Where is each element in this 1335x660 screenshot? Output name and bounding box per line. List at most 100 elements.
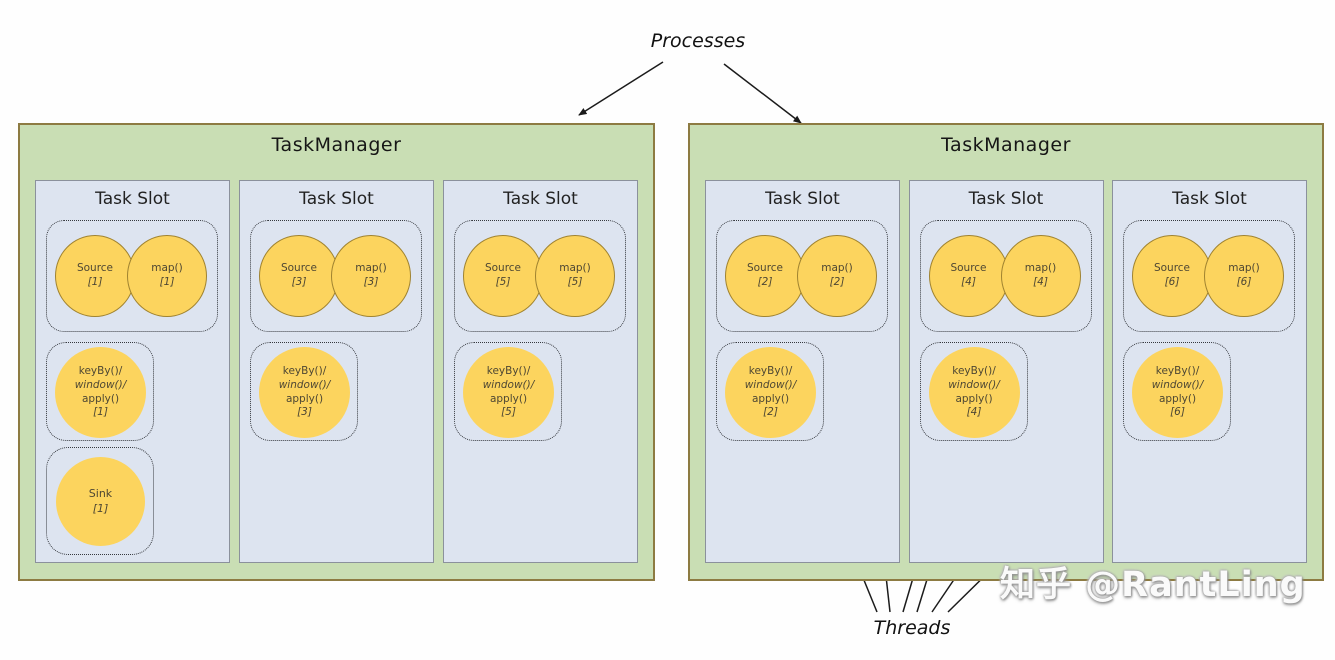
operator-name: window()/ [1151,378,1204,391]
operator-index: [4] [1033,276,1048,288]
operator-name: window()/ [482,378,535,391]
threads-label: Threads [873,617,951,639]
keyby-group: keyBy()/ window()/ apply() [4] [919,342,1028,441]
operator-chain-group: Source [6] map() [6] [1123,220,1295,332]
keyby-group: keyBy()/ window()/ apply() [3] [250,342,358,441]
keyby-group: keyBy()/ window()/ apply() [6] [1123,342,1231,441]
operator-index: [6] [1236,276,1252,288]
operator-name: keyBy()/ [486,365,531,378]
keyby-operator: keyBy()/ window()/ apply() [5] [463,347,554,438]
operator-chain-group: Source [5] map() [5] [454,220,626,332]
source-operator: Source [2] [725,235,805,317]
operator-index: [4] [961,276,976,288]
operator-index: [3] [363,276,379,288]
operator-index: [2] [763,406,778,419]
operator-name: window()/ [74,378,127,391]
task-slot-title: Task Slot [1172,189,1247,209]
keyby-operator: keyBy()/ window()/ apply() [1] [55,347,146,438]
operator-name: apply() [81,392,120,405]
keyby-operator: keyBy()/ window()/ apply() [4] [928,347,1020,438]
keyby-operator: keyBy()/ window()/ apply() [2] [725,347,816,438]
map-operator: map() [5] [535,235,615,317]
taskmanager-2: TaskManager Task Slot Source [2] map() [… [688,123,1324,581]
task-slot-1: Task Slot Source [2] map() [2] keyBy()/ … [705,180,900,563]
task-slot-title: Task Slot [503,189,578,209]
operator-name: window()/ [744,378,797,391]
operator-name: apply() [955,392,993,405]
source-operator: Source [6] [1132,235,1212,317]
operator-name: apply() [751,392,790,405]
task-slot-title: Task Slot [95,189,170,209]
keyby-group: keyBy()/ window()/ apply() [5] [454,342,562,441]
operator-index: [2] [829,276,845,288]
operator-index: [3] [291,276,307,288]
operator-name: apply() [1158,392,1197,405]
task-slots-row: Task Slot Source [1] map() [1] keyBy()/ … [35,180,638,563]
operator-name: window()/ [278,378,331,391]
operator-name: Sink [88,487,113,501]
operator-chain-group: Source [2] map() [2] [716,220,888,332]
operator-name: map() [355,262,387,275]
keyby-operator: keyBy()/ window()/ apply() [3] [259,347,350,438]
task-slot-title: Task Slot [765,189,840,209]
operator-name: map() [1228,262,1260,275]
operator-chain-group: Source [3] map() [3] [250,220,422,332]
source-operator: Source [5] [463,235,543,317]
process-arrow-right [723,63,802,124]
operator-name: map() [559,262,591,275]
operator-name: map() [821,262,853,275]
operator-name: keyBy()/ [1155,365,1200,378]
operator-index: [6] [1170,406,1185,419]
map-operator: map() [2] [797,235,877,317]
source-operator: Source [1] [55,235,135,317]
operator-index: [1] [159,276,175,288]
sink-group: Sink [1] [46,447,154,555]
processes-label: Processes [650,30,746,52]
taskmanager-title: TaskManager [941,134,1071,156]
source-operator: Source [4] [928,235,1009,317]
operator-name: keyBy()/ [748,365,793,378]
operator-index: [3] [297,406,312,419]
operator-name: window()/ [948,378,1000,391]
taskmanager-1: TaskManager Task Slot Source [1] map() [… [18,123,655,581]
operator-name: keyBy()/ [952,365,996,378]
keyby-group: keyBy()/ window()/ apply() [2] [716,342,824,441]
operator-index: [1] [93,406,108,419]
operator-name: keyBy()/ [78,365,123,378]
task-slot-2: Task Slot Source [4] map() [4] keyBy()/ … [908,180,1104,563]
operator-name: Source [746,262,784,275]
operator-name: keyBy()/ [282,365,327,378]
operator-name: Source [1153,262,1191,275]
task-slot-1: Task Slot Source [1] map() [1] keyBy()/ … [35,180,230,563]
map-operator: map() [4] [1000,235,1081,317]
sink-operator: Sink [1] [56,457,145,546]
operator-index: [4] [966,406,982,419]
task-slot-title: Task Slot [968,189,1044,209]
map-operator: map() [3] [331,235,411,317]
map-operator: map() [1] [127,235,207,317]
task-slot-title: Task Slot [299,189,374,209]
operator-index: [1] [92,501,109,515]
operator-name: apply() [285,392,324,405]
operator-name: Source [76,262,114,275]
operator-name: map() [1024,262,1057,275]
taskmanager-title: TaskManager [271,134,402,156]
operator-name: Source [280,262,318,275]
operator-index: [5] [495,276,511,288]
operator-index: [1] [87,276,103,288]
source-operator: Source [3] [259,235,339,317]
operator-index: [2] [757,276,773,288]
operator-name: apply() [489,392,528,405]
operator-name: Source [484,262,522,275]
watermark: 知乎 @RantLing [1000,565,1306,605]
operator-chain-group: Source [1] map() [1] [46,220,218,332]
operator-name: map() [151,262,183,275]
map-operator: map() [6] [1204,235,1284,317]
task-slot-3: Task Slot Source [6] map() [6] keyBy()/ … [1112,180,1307,563]
operator-name: Source [950,262,987,275]
task-slot-2: Task Slot Source [3] map() [3] keyBy()/ … [239,180,434,563]
operator-index: [5] [567,276,583,288]
task-slots-row: Task Slot Source [2] map() [2] keyBy()/ … [705,180,1307,563]
process-arrow-left [578,61,664,116]
